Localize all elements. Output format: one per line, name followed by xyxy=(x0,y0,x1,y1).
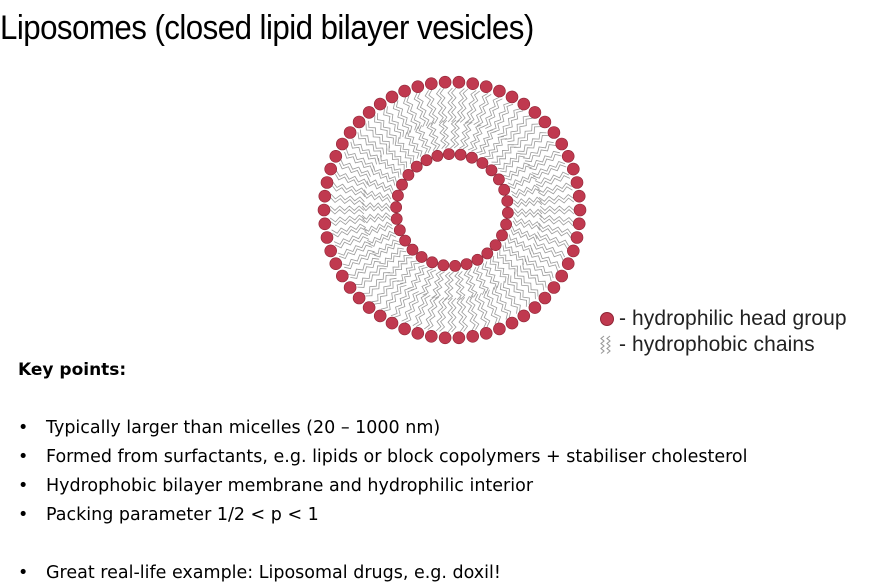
key-points-list: Typically larger than micelles (20 – 100… xyxy=(18,414,748,588)
hydrophobic-chains xyxy=(329,87,575,333)
head-groups xyxy=(317,75,587,345)
list-item: Formed from surfactants, e.g. lipids or … xyxy=(18,443,748,472)
liposome-diagram xyxy=(317,75,587,345)
list-item: Packing parameter 1/2 < p < 1 xyxy=(18,501,748,530)
legend-item-chains: - hydrophobic chains xyxy=(596,332,847,358)
hydrophobic-chains xyxy=(361,119,543,301)
hydrophobic-chain-icon xyxy=(600,335,611,354)
legend-chain-label: - hydrophobic chains xyxy=(619,333,815,356)
list-item: Typically larger than micelles (20 – 100… xyxy=(18,414,748,443)
key-points-heading: Key points: xyxy=(18,360,127,380)
list-item: Hydrophobic bilayer membrane and hydroph… xyxy=(18,472,748,501)
slide-title: Liposomes (closed lipid bilayer vesicles… xyxy=(0,9,534,47)
legend: - hydrophilic head group - hydrophobic c… xyxy=(596,306,847,358)
legend-item-head: - hydrophilic head group xyxy=(596,306,847,332)
example-item: Great real-life example: Liposomal drugs… xyxy=(18,559,748,588)
head-group-icon xyxy=(600,312,614,326)
legend-head-label: - hydrophilic head group xyxy=(619,307,847,330)
head-groups xyxy=(390,148,514,272)
